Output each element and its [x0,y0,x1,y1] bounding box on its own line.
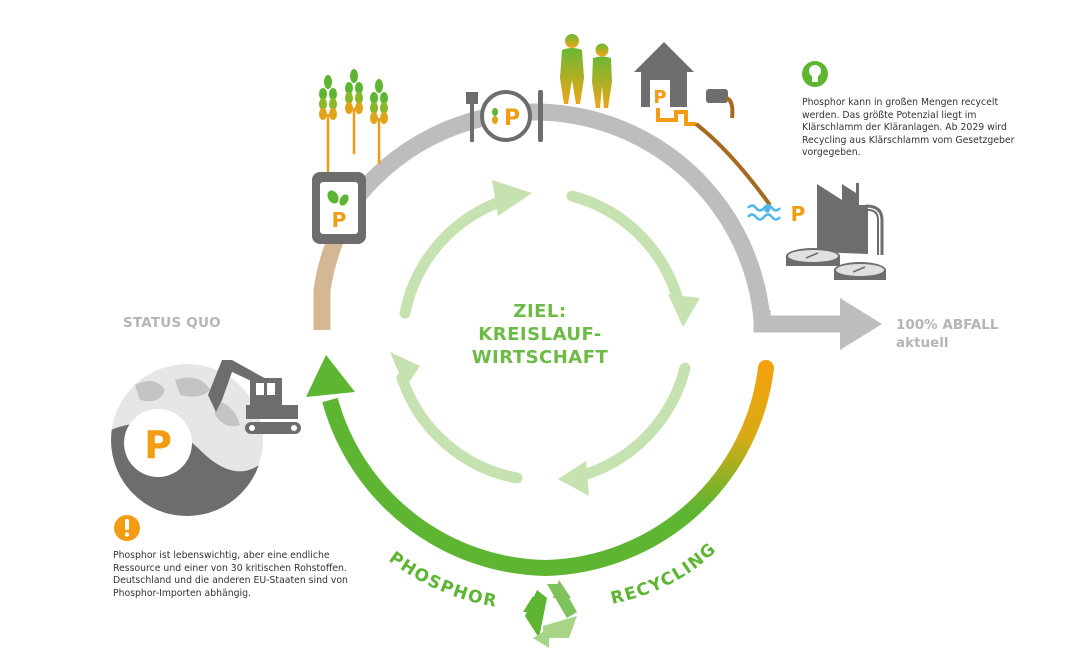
info-note-text: Phosphor kann in großen Mengen recycelt … [802,97,1015,158]
house-icon: P [634,42,772,207]
globe-icon: P [111,364,263,516]
svg-text:P: P [144,423,172,467]
fertilizer-sack-icon: P [312,172,366,244]
tap-icon [706,89,735,119]
plate-icon: P [466,90,543,142]
people-icon [560,34,612,108]
center-title-line3: WIRTSCHAFT [471,347,609,368]
center-title: ZIEL: KREISLAUF- WIRTSCHAFT [440,300,640,369]
svg-text:P: P [653,87,666,108]
wheat-icon [319,69,388,172]
excavator-icon [208,360,301,434]
recycle-icon [523,580,577,648]
recycling-arc-right [538,360,774,576]
warning-note-text: Phosphor ist lebenswichtig, aber eine en… [113,550,348,599]
inner-cycle-arrows [396,190,691,484]
waste-label: 100% ABFALL aktuell [896,316,998,352]
recycling-arc-left [322,397,547,576]
water-icon [747,203,781,221]
exclamation-icon [114,515,140,541]
svg-text:P: P [332,208,347,232]
waste-label-line2: aktuell [896,335,949,351]
center-title-line1: ZIEL: [513,301,567,322]
waste-label-line1: 100% ABFALL [896,317,999,333]
center-title-line2: KREISLAUF- [478,324,602,345]
treatment-plant-icon [786,183,886,280]
status-quo-label: STATUS QUO [123,315,221,331]
water-phosphor-badge: P [791,202,806,226]
svg-text:P: P [504,106,520,131]
recycling-arrow-head [306,355,355,397]
waste-arrow-path [753,310,845,333]
waste-arrow-head [840,298,882,350]
inner-arrow-heads [390,180,700,496]
gray-cycle-arc [322,103,771,321]
lightbulb-icon [802,61,828,87]
